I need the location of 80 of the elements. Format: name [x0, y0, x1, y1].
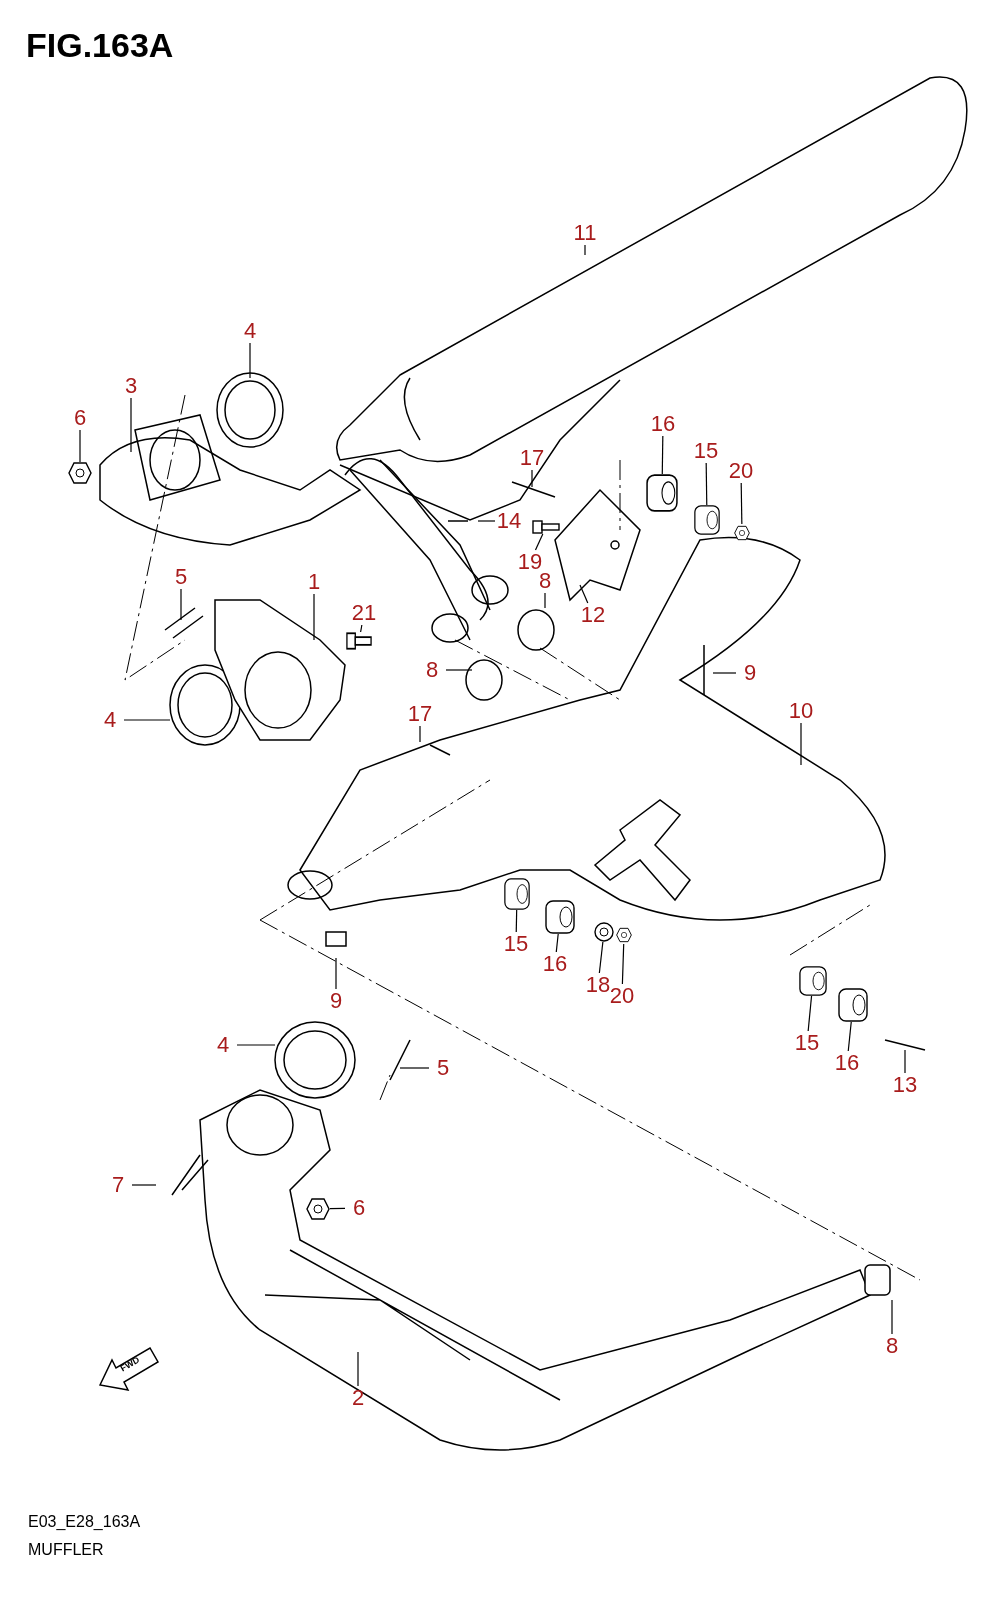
- callout-number: 9: [322, 989, 350, 1013]
- figure-title: FIG.163A: [26, 25, 174, 66]
- callout-number: 3: [117, 374, 145, 398]
- spacer-drawing: [838, 988, 868, 1022]
- callout-number: 9: [736, 661, 764, 685]
- callout-number: 6: [345, 1196, 373, 1220]
- leader-line: [534, 533, 544, 551]
- leader-line: [123, 719, 171, 721]
- callout-number: 1: [300, 570, 328, 594]
- spacer-drawing: [646, 474, 678, 512]
- callout-number: 2: [344, 1386, 372, 1410]
- leader-line: [515, 909, 518, 933]
- callout-number: 16: [833, 1051, 861, 1075]
- spacer-drawing: [545, 900, 575, 934]
- leader-line: [544, 592, 546, 609]
- leader-line: [477, 520, 496, 522]
- bolt-drawing: [532, 520, 560, 534]
- leader-line: [598, 941, 604, 974]
- hex-nut-drawing: [68, 462, 92, 484]
- leader-line: [705, 462, 708, 506]
- leader-line: [236, 1044, 276, 1046]
- leader-line: [131, 1184, 157, 1186]
- leader-line: [891, 1299, 893, 1335]
- hex-nut-drawing: [734, 524, 750, 542]
- hex-nut-drawing: [616, 926, 632, 944]
- leader-line: [357, 1351, 359, 1387]
- leader-line: [740, 482, 743, 525]
- hex-nut-drawing: [306, 1198, 330, 1220]
- leader-line: [800, 722, 802, 766]
- callout-number: 6: [66, 406, 94, 430]
- caption-text: MUFFLER: [28, 1540, 104, 1560]
- leader-line: [445, 669, 473, 671]
- bolt-drawing: [346, 632, 372, 650]
- callout-number: 13: [891, 1073, 919, 1097]
- callout-number: 17: [518, 446, 546, 470]
- spacer-drawing: [799, 966, 827, 996]
- leader-line: [180, 588, 182, 621]
- callout-number: 20: [727, 459, 755, 483]
- callout-number: 4: [236, 319, 264, 343]
- callout-number: 11: [571, 221, 599, 245]
- washer-drawing: [594, 922, 614, 942]
- callout-number: 17: [406, 702, 434, 726]
- callout-number: 14: [495, 509, 523, 533]
- callout-number: 8: [878, 1334, 906, 1358]
- leader-line: [531, 469, 533, 488]
- spacer-drawing: [504, 878, 530, 910]
- leader-line: [904, 1049, 906, 1074]
- leader-line: [712, 672, 737, 674]
- leader-line: [807, 995, 813, 1032]
- callout-number: 12: [579, 603, 607, 627]
- leader-line: [313, 593, 315, 641]
- leader-line: [584, 244, 586, 256]
- callout-number: 15: [793, 1031, 821, 1055]
- callout-number: 16: [541, 952, 569, 976]
- leader-line: [419, 725, 421, 743]
- leader-line: [335, 957, 337, 990]
- callout-number: 10: [787, 699, 815, 723]
- callout-number: 7: [104, 1173, 132, 1197]
- callout-number: 8: [418, 658, 446, 682]
- leader-line: [79, 429, 81, 463]
- leader-line: [579, 584, 589, 604]
- callout-number: 5: [167, 565, 195, 589]
- leader-line: [847, 1021, 852, 1052]
- callout-number: 4: [209, 1033, 237, 1057]
- leader-line: [399, 1067, 430, 1069]
- leader-line: [249, 342, 251, 379]
- caption-text: E03_E28_163A: [28, 1512, 141, 1532]
- callout-number: 16: [649, 412, 677, 436]
- leader-line: [360, 624, 363, 633]
- callout-number: 15: [502, 932, 530, 956]
- spacer-drawing: [694, 505, 720, 535]
- callout-number: 4: [96, 708, 124, 732]
- leader-line: [555, 933, 559, 953]
- callout-number: 5: [429, 1056, 457, 1080]
- callout-number: 21: [350, 601, 378, 625]
- leader-line: [621, 943, 625, 985]
- direction-label: FWD: [118, 1353, 143, 1376]
- callout-number: 15: [692, 439, 720, 463]
- leader-line: [661, 435, 664, 475]
- leader-line: [130, 397, 132, 453]
